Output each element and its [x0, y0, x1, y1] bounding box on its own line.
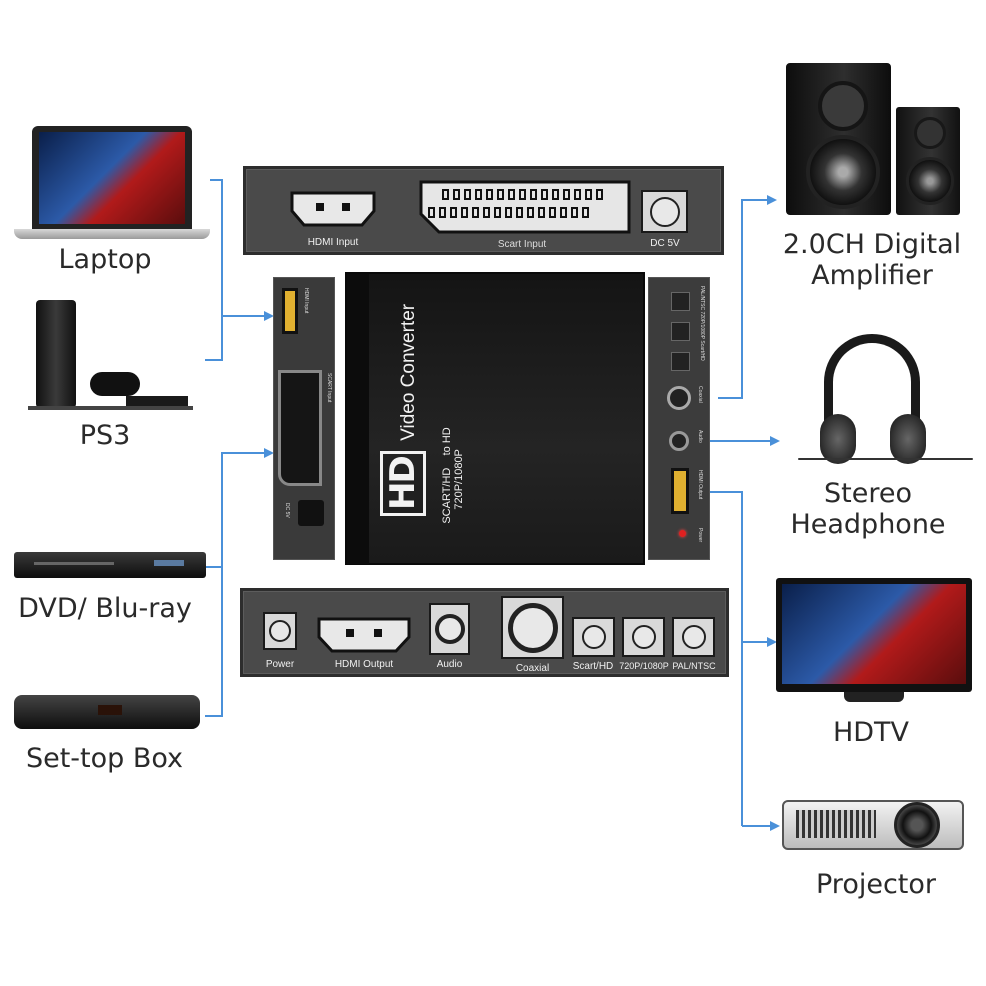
- projector-icon: [782, 794, 968, 856]
- laptop-icon: [14, 122, 210, 242]
- hdmi-input-label: HDMI Input: [307, 237, 359, 248]
- resolution-label: 720P/1080P: [619, 661, 669, 671]
- side-res-label: 720P/1080P: [699, 311, 705, 340]
- line-dvd: [205, 566, 223, 717]
- dvd-label: DVD/ Blu-ray: [18, 593, 192, 624]
- bottom-output-panel: Power HDMI Output Audio Coaxial Scart/HD…: [240, 588, 729, 677]
- coaxial-label: Coaxial: [515, 663, 550, 674]
- headphone-label: Stereo Headphone: [778, 478, 958, 540]
- side-hdmi-out-label: HDMI Output: [697, 470, 703, 500]
- resolution-button-icon: [622, 617, 665, 657]
- amplifier-label-line2: Amplifier: [811, 260, 933, 291]
- side-btn-scarthd: [671, 352, 690, 371]
- scart-input-port-icon: [419, 180, 631, 234]
- device-top-face: HD Video Converter SCART/HD to HD 720P/1…: [345, 272, 645, 565]
- side-btn-palntsc: [671, 292, 690, 311]
- line-hdmi-out: [705, 491, 743, 826]
- side-scart-port-icon: [278, 370, 322, 486]
- dvd-player-icon: [14, 548, 206, 584]
- side-dc-label: DC 5V: [284, 503, 290, 518]
- ps3-icon: [28, 300, 193, 412]
- speakers-icon: [782, 63, 962, 221]
- palntsc-label: PAL/NTSC: [672, 661, 716, 671]
- arrow-amplifier: [718, 195, 777, 399]
- hdmi-output-label: HDMI Output: [334, 659, 394, 670]
- side-switch-labels: PAL/NTSC 720P/1080P Scart/HD: [695, 286, 705, 376]
- device-right-face: PAL/NTSC 720P/1080P Scart/HD Coaxial Aud…: [648, 277, 710, 560]
- power-port-icon: [263, 612, 297, 650]
- side-power-label: Power: [697, 528, 703, 543]
- side-audio-port-icon: [669, 431, 689, 451]
- hdmi-input-port-icon: [290, 191, 376, 227]
- device-subtitle-2: 720P/1080P: [453, 449, 465, 510]
- amplifier-label-line1: 2.0CH Digital: [782, 229, 962, 260]
- audio-port-icon: [429, 603, 470, 655]
- hd-logo: HD: [380, 451, 426, 516]
- side-scarthd-label: Scart/HD: [699, 340, 705, 361]
- scart-input-label: Scart Input: [497, 239, 547, 250]
- side-audio-label: Audio: [697, 430, 703, 443]
- dc5v-port-icon: [641, 190, 688, 233]
- set-top-box-icon: [14, 693, 200, 733]
- laptop-label: Laptop: [58, 244, 152, 275]
- device-title: Video Converter: [398, 303, 419, 441]
- power-label: Power: [265, 659, 295, 670]
- side-hdmi-label: HDMI Input: [303, 288, 309, 314]
- scart-hd-button-icon: [572, 617, 615, 657]
- palntsc-button-icon: [672, 617, 715, 657]
- headphone-label-line2: Headphone: [790, 509, 946, 540]
- arrow-scart-in: [221, 448, 274, 567]
- hdtv-icon: [776, 578, 972, 708]
- device-left-face: HDMI Input SCART Input DC 5V: [273, 277, 335, 560]
- device-subtitle-1: SCART/HD to HD: [441, 427, 453, 524]
- headphone-label-line1: Stereo: [824, 478, 912, 509]
- side-palntsc-label: PAL/NTSC: [699, 286, 705, 311]
- line-laptop: [205, 179, 223, 361]
- set-top-box-label: Set-top Box: [25, 743, 184, 774]
- side-scart-label: SCART Input: [326, 373, 332, 403]
- side-hdmi-port-icon: [282, 288, 298, 334]
- power-led-icon: [679, 530, 686, 537]
- device-brand: HD Video Converter SCART/HD to HD 720P/1…: [380, 304, 631, 544]
- hdtv-label: HDTV: [832, 717, 910, 748]
- side-coaxial-label: Coaxial: [697, 386, 703, 403]
- amplifier-label: 2.0CH Digital Amplifier: [772, 229, 972, 291]
- scart-pins: [428, 189, 622, 229]
- top-input-panel: HDMI Input Scart Input DC 5V: [243, 166, 724, 255]
- ps3-label: PS3: [79, 420, 131, 451]
- side-coaxial-port-icon: [667, 386, 691, 410]
- side-dc-port-icon: [298, 500, 324, 526]
- audio-label: Audio: [436, 659, 463, 670]
- projector-label: Projector: [816, 869, 936, 900]
- headphones-icon: [798, 330, 973, 478]
- scart-hd-label: Scart/HD: [572, 661, 614, 672]
- dc5v-label: DC 5V: [650, 238, 680, 249]
- side-hdmi-out-port-icon: [671, 468, 689, 514]
- coaxial-port-icon: [501, 596, 564, 659]
- side-btn-res: [671, 322, 690, 341]
- hdmi-output-port-icon: [317, 617, 411, 653]
